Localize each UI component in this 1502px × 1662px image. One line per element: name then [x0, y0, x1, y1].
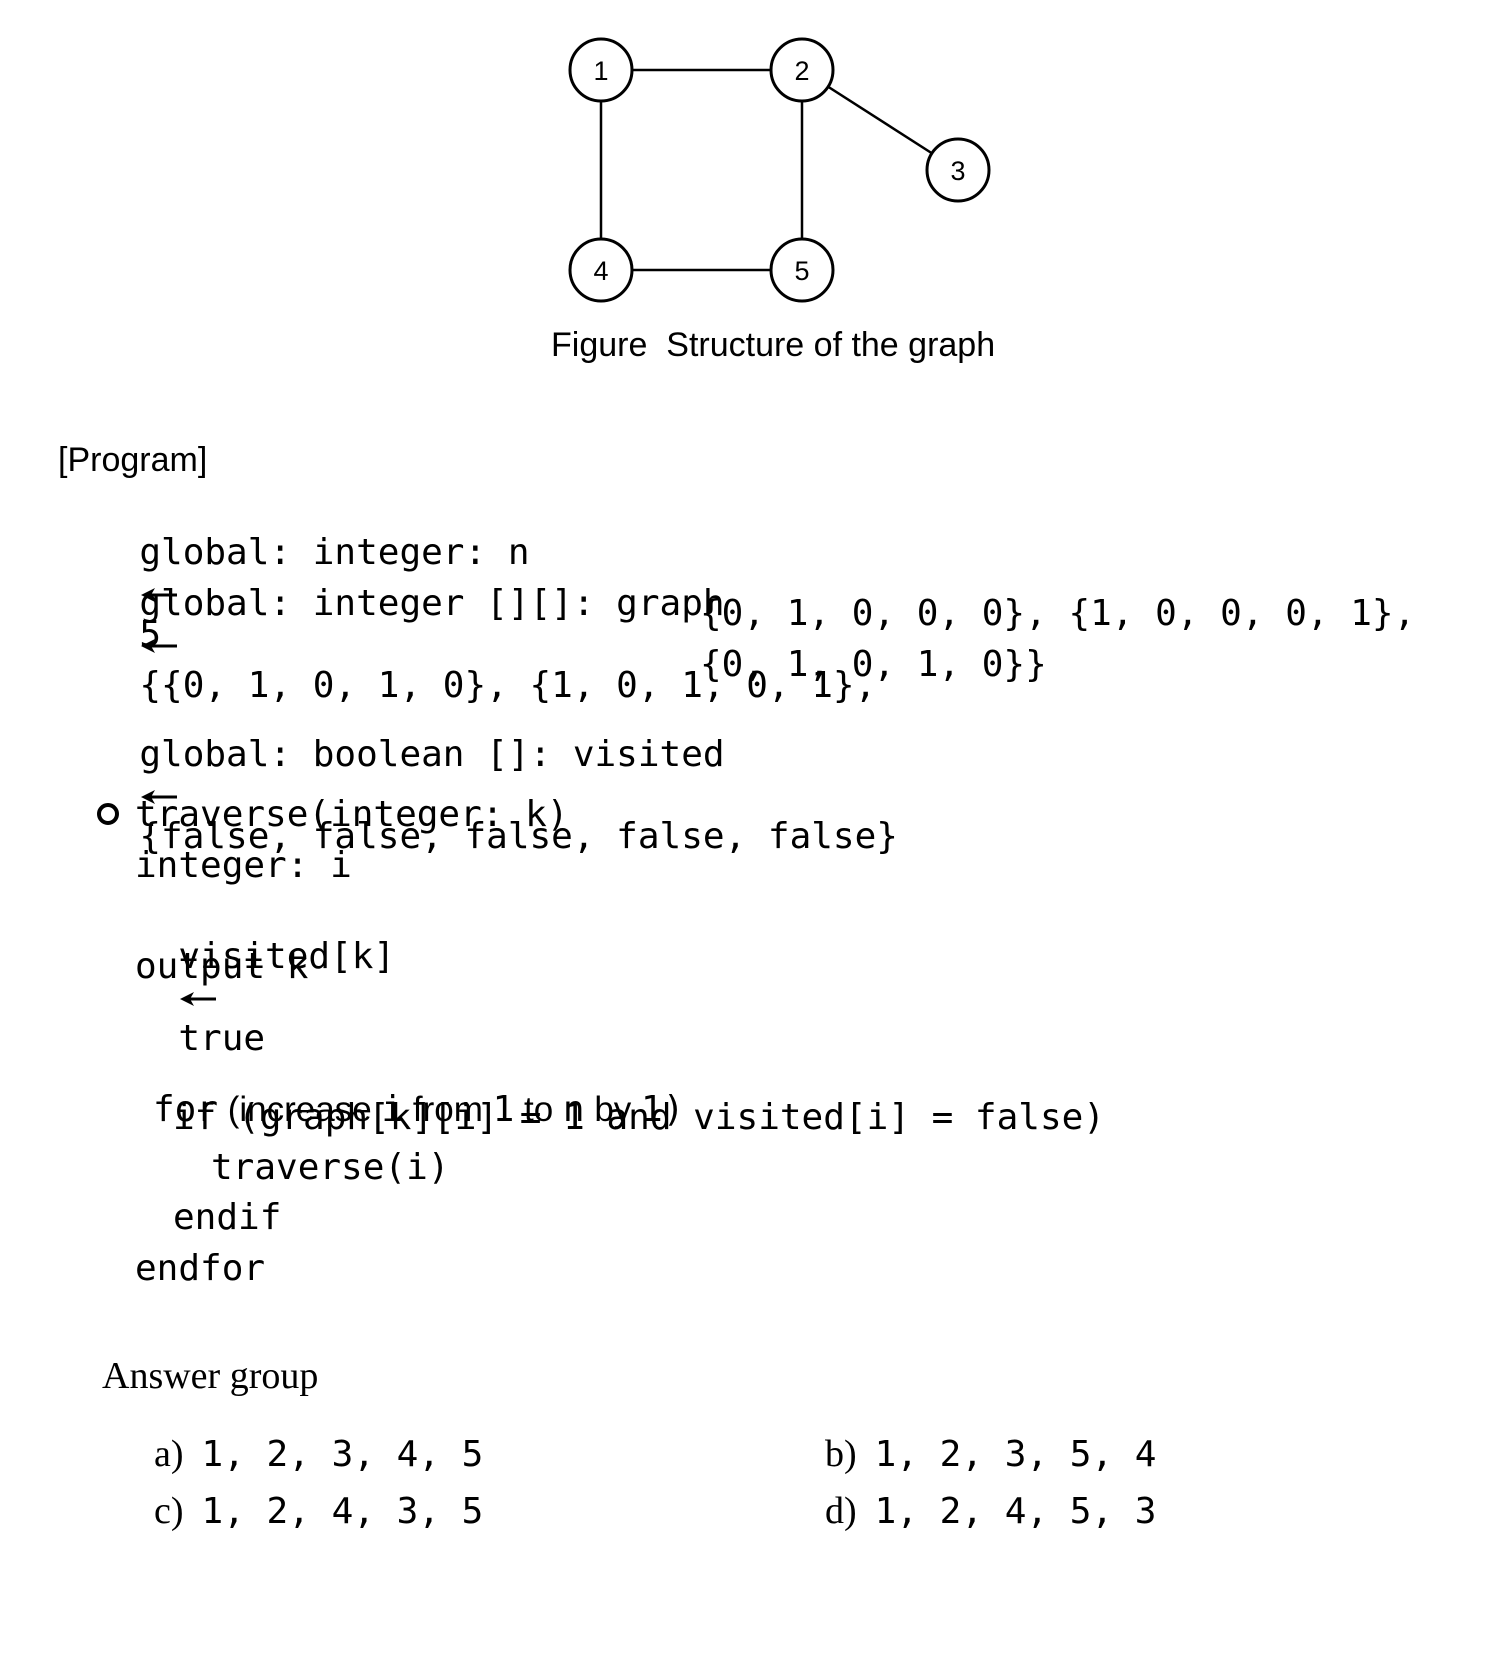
code-line-visited-left: global: boolean []: visited — [139, 734, 725, 775]
graph-node-1: 1 — [568, 37, 634, 103]
graph-figure: 1 2 3 4 5 — [568, 37, 991, 303]
code-line-graph-left: global: integer [][]: graph — [139, 583, 725, 624]
for-from: from — [403, 1090, 493, 1129]
code-line-graph-right: {{0, 1, 0, 1, 0}, {1, 0, 1, 0, 1}, — [139, 665, 877, 706]
for-increase: (increase — [218, 1090, 382, 1129]
code-line-graph-cont-1: {0, 1, 0, 0, 0}, {1, 0, 0, 0, 1}, — [700, 593, 1416, 634]
program-heading: [Program] — [58, 441, 208, 479]
node-label-2: 2 — [794, 56, 809, 86]
code-line-endif: endif — [173, 1197, 282, 1238]
function-bullet-icon — [97, 803, 119, 825]
answer-option-c: c) 1, 2, 4, 3, 5 — [146, 1471, 483, 1533]
function-signature: traverse(integer: k) — [135, 794, 569, 835]
left-arrow-icon — [141, 639, 178, 653]
left-arrow-icon — [180, 992, 217, 1006]
left-arrow-icon — [141, 588, 178, 602]
graph-edges — [599, 68, 959, 272]
node-label-4: 4 — [593, 256, 608, 286]
left-arrow-icon — [141, 790, 178, 804]
answer-letter: d) — [825, 1490, 857, 1532]
code-line-n-left: global: integer: n — [139, 532, 530, 573]
code-line-visited: global: boolean []: visited {false, fals… — [96, 693, 898, 857]
code-line-n: global: integer: n 5 — [96, 491, 530, 655]
graph-node-5: 5 — [769, 237, 835, 303]
answer-value: 1, 2, 4, 3, 5 — [201, 1491, 484, 1532]
answer-value: 1, 2, 4, 5, 3 — [874, 1491, 1157, 1532]
for-by: by — [584, 1090, 642, 1129]
node-label-1: 1 — [593, 56, 608, 86]
for-end: n — [562, 1089, 585, 1130]
answer-option-b: b) 1, 2, 3, 5, 4 — [817, 1414, 1156, 1476]
for-to: to — [514, 1090, 563, 1129]
for-start: 1 — [492, 1089, 515, 1130]
answer-letter: a) — [154, 1433, 184, 1475]
code-line-for: for (increase i from 1 to n by 1) — [135, 1046, 684, 1130]
answer-value: 1, 2, 3, 5, 4 — [874, 1434, 1157, 1475]
graph-node-4: 4 — [568, 237, 634, 303]
for-keyword: for — [153, 1089, 219, 1130]
figure-caption: Figure Structure of the graph — [551, 326, 996, 364]
code-line-assign-right: true — [178, 1018, 266, 1059]
answer-group-heading: Answer group — [102, 1355, 319, 1397]
node-label-5: 5 — [794, 256, 809, 286]
graph-node-2: 2 — [769, 37, 835, 103]
code-line-if: if (graph[k][i] = 1 and visited[i] = fal… — [173, 1097, 1105, 1138]
code-line-output: output k — [135, 946, 309, 987]
code-line-call: traverse(i) — [211, 1147, 450, 1188]
answer-option-a: a) 1, 2, 3, 4, 5 — [146, 1414, 483, 1476]
for-var: i — [381, 1089, 404, 1130]
for-step: 1) — [641, 1089, 685, 1130]
node-label-3: 3 — [950, 156, 965, 186]
code-line-assign-left: visited[k] — [178, 936, 396, 977]
code-line-graph: global: integer [][]: graph {{0, 1, 0, 1… — [96, 542, 876, 706]
graph-node-3: 3 — [925, 137, 991, 203]
code-line-decl: integer: i — [135, 845, 352, 886]
answer-option-d: d) 1, 2, 4, 5, 3 — [817, 1471, 1156, 1533]
code-line-graph-cont-2: {0, 1, 0, 1, 0}} — [700, 644, 1047, 685]
code-line-endfor: endfor — [135, 1248, 266, 1289]
answer-letter: b) — [825, 1433, 857, 1475]
answer-letter: c) — [154, 1490, 184, 1532]
answer-value: 1, 2, 3, 4, 5 — [201, 1434, 484, 1475]
code-line-visited-right: {false, false, false, false, false} — [139, 816, 898, 857]
code-line-assign: visited[k] true — [135, 895, 395, 1059]
